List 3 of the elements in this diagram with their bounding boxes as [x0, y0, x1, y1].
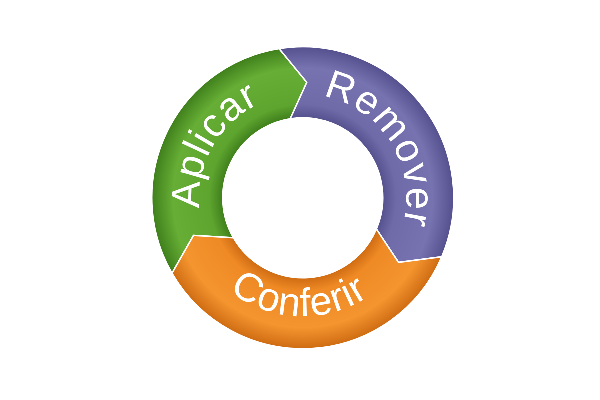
step-label: Conferir [224, 262, 375, 326]
curved-arrow-segment [151, 48, 308, 274]
curved-arrow-segment [171, 228, 443, 350]
